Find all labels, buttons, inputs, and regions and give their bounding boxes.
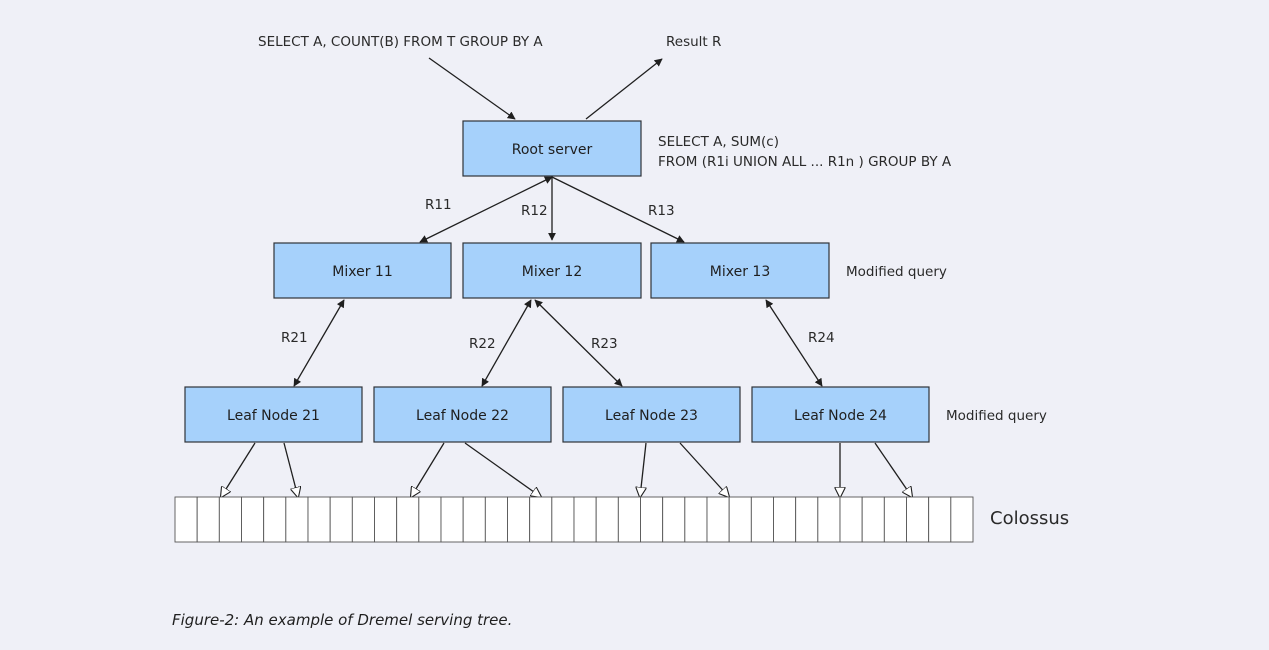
leaf-node-22: Leaf Node 22	[373, 386, 552, 443]
colossus-storage-strip	[174, 496, 974, 543]
edge-r13	[551, 176, 685, 243]
storage-cell	[795, 496, 819, 543]
leaf-22-storage-arrow-1	[411, 442, 445, 497]
leaf-23-storage-arrow-2	[679, 442, 729, 497]
mixer-node-11: Mixer 11	[273, 242, 452, 299]
edge-r21	[293, 299, 345, 387]
storage-cell	[883, 496, 907, 543]
storage-cell	[773, 496, 797, 543]
leaf-node-21: Leaf Node 21	[184, 386, 363, 443]
edge-r11	[419, 176, 553, 243]
query-to-root-arrow	[428, 57, 516, 120]
dremel-serving-tree-diagram: SELECT A, COUNT(B) FROM T GROUP BY A Res…	[174, 34, 1069, 543]
leaf-23-storage-arrow-1	[640, 442, 647, 497]
storage-cell	[551, 496, 575, 543]
edge-label-r22: R22	[469, 336, 496, 352]
edge-label-r21: R21	[281, 330, 308, 346]
storage-cell	[218, 496, 242, 543]
leaf-21-storage-arrow-2	[283, 442, 298, 497]
storage-cell	[285, 496, 309, 543]
storage-cell	[640, 496, 664, 543]
storage-cell	[307, 496, 331, 543]
storage-cell	[662, 496, 686, 543]
storage-cell	[906, 496, 930, 543]
storage-cell	[728, 496, 752, 543]
storage-cell	[440, 496, 464, 543]
leaf-21-label: Leaf Node 21	[227, 408, 320, 424]
storage-cell	[351, 496, 375, 543]
leaf-modified-query-note: Modified query	[946, 408, 1047, 424]
storage-cell	[484, 496, 508, 543]
storage-cell	[396, 496, 420, 543]
root-to-result-arrow	[585, 58, 663, 120]
top-query-label: SELECT A, COUNT(B) FROM T GROUP BY A	[258, 34, 543, 50]
storage-cell	[950, 496, 974, 543]
storage-cell	[507, 496, 531, 543]
leaf-21-storage-arrow-1	[221, 442, 256, 497]
mixer-13-label: Mixer 13	[710, 264, 770, 280]
storage-cell	[573, 496, 597, 543]
storage-cell	[241, 496, 265, 543]
storage-cell	[928, 496, 952, 543]
edge-r24	[765, 299, 823, 387]
edge-label-r11: R11	[425, 197, 452, 213]
mixer-node-12: Mixer 12	[462, 242, 642, 299]
root-query-line-2: FROM (R1i UNION ALL ... R1n ) GROUP BY A	[658, 154, 952, 170]
storage-cell	[329, 496, 353, 543]
storage-cell	[750, 496, 774, 543]
storage-cell	[617, 496, 641, 543]
figure-caption: Figure-2: An example of Dremel serving t…	[172, 611, 513, 629]
root-server-label: Root server	[512, 142, 593, 158]
edge-label-r13: R13	[648, 203, 675, 219]
storage-cell	[263, 496, 287, 543]
leaf-24-label: Leaf Node 24	[794, 408, 887, 424]
result-label: Result R	[666, 34, 721, 50]
leaf-node-23: Leaf Node 23	[562, 386, 741, 443]
leaf-23-label: Leaf Node 23	[605, 408, 698, 424]
root-query-line-1: SELECT A, SUM(c)	[658, 134, 779, 150]
edge-r22	[481, 299, 532, 387]
storage-cell	[684, 496, 708, 543]
edge-label-r23: R23	[591, 336, 618, 352]
storage-cell	[529, 496, 553, 543]
storage-cell	[706, 496, 730, 543]
leaf-24-storage-arrow-2	[874, 442, 912, 497]
mixer-11-label: Mixer 11	[332, 264, 392, 280]
mixer-node-13: Mixer 13	[650, 242, 830, 299]
storage-cell	[374, 496, 398, 543]
leaf-22-storage-arrow-2	[464, 442, 541, 497]
mixer-12-label: Mixer 12	[522, 264, 582, 280]
storage-cell	[595, 496, 619, 543]
edge-r23	[534, 299, 623, 387]
root-server-node: Root server	[462, 120, 642, 177]
edge-label-r24: R24	[808, 330, 835, 346]
storage-cell	[196, 496, 220, 543]
mixer-modified-query-note: Modified query	[846, 264, 947, 280]
storage-cell	[817, 496, 841, 543]
storage-cell	[462, 496, 486, 543]
edge-label-r12: R12	[521, 203, 548, 219]
leaf-node-24: Leaf Node 24	[751, 386, 930, 443]
storage-cell	[839, 496, 863, 543]
leaf-22-label: Leaf Node 22	[416, 408, 509, 424]
storage-cell	[174, 496, 198, 543]
storage-cell	[861, 496, 885, 543]
colossus-label: Colossus	[990, 508, 1069, 529]
storage-cell	[418, 496, 442, 543]
